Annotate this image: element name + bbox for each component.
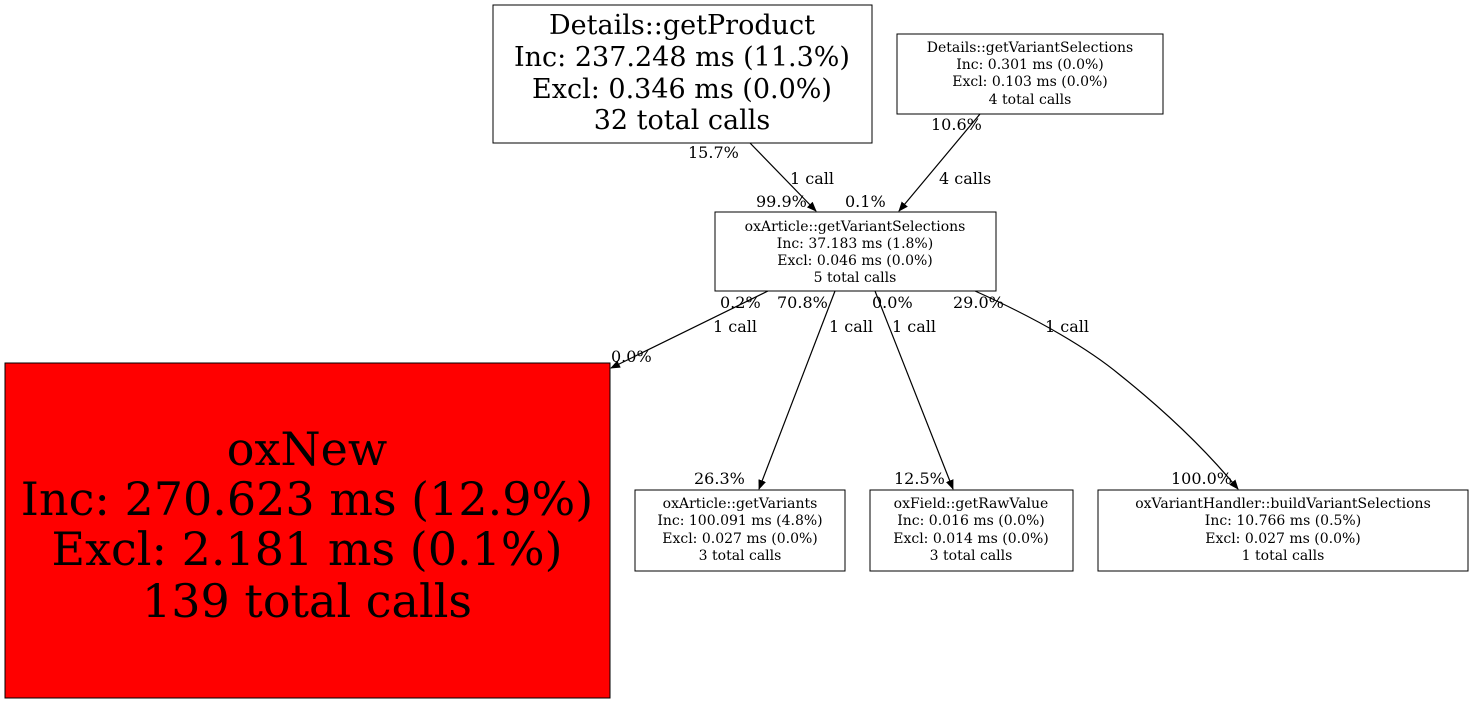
node-excl: Excl: 2.181 ms (0.1%) [51, 522, 562, 576]
edge-head-pct: 100.0% [1171, 469, 1232, 488]
node-inc: Inc: 270.623 ms (12.9%) [21, 472, 593, 526]
node-name: oxField::getRawValue [894, 496, 1049, 512]
node-name: Details::getProduct [549, 10, 815, 41]
node-oxarticle-getvariantselections[interactable]: oxArticle::getVariantSelections Inc: 37.… [714, 211, 997, 292]
node-calls: 32 total calls [594, 105, 771, 136]
edge-tail-pct: 70.8% [777, 293, 828, 312]
node-inc: Inc: 237.248 ms (11.3%) [514, 42, 850, 73]
edge-getproduct-to-getvariantselections [749, 142, 817, 212]
node-calls: 3 total calls [930, 548, 1013, 564]
edge-head-pct: 26.3% [694, 469, 745, 488]
edge-head-pct: 0.1% [845, 192, 886, 211]
node-calls: 1 total calls [1242, 548, 1325, 564]
node-inc: Inc: 0.016 ms (0.0%) [897, 513, 1045, 529]
node-excl: Excl: 0.027 ms (0.0%) [662, 531, 818, 547]
node-oxfield-getrawvalue[interactable]: oxField::getRawValue Inc: 0.016 ms (0.0%… [869, 489, 1074, 572]
node-calls: 139 total calls [142, 574, 472, 628]
node-calls: 3 total calls [699, 548, 782, 564]
edge-article-to-getrawvalue [874, 290, 954, 490]
edge-tail-pct: 0.0% [872, 293, 913, 312]
edge-head-pct: 12.5% [894, 469, 945, 488]
edge-article-to-getvariants [758, 290, 836, 490]
edge-label: 1 call [790, 169, 834, 188]
edge-head-pct: 0.0% [611, 347, 652, 366]
node-excl: Excl: 0.014 ms (0.0%) [893, 531, 1049, 547]
node-name: oxNew [227, 422, 387, 476]
node-inc: Inc: 10.766 ms (0.5%) [1205, 513, 1361, 529]
node-details-getvariantselections[interactable]: Details::getVariantSelections Inc: 0.301… [896, 33, 1164, 115]
node-name: oxArticle::getVariantSelections [745, 219, 966, 235]
edge-label: 1 call [713, 317, 757, 336]
node-oxvarianthandler-buildvariantselections[interactable]: oxVariantHandler::buildVariantSelections… [1097, 489, 1469, 572]
edge-tail-pct: 15.7% [688, 143, 739, 162]
node-inc: Inc: 100.091 ms (4.8%) [657, 513, 822, 529]
edge-tail-pct: 10.6% [931, 115, 982, 134]
node-name: oxVariantHandler::buildVariantSelections [1135, 496, 1431, 512]
edge-article-to-buildvariantselections [974, 290, 1239, 490]
edge-label: 1 call [1045, 317, 1089, 336]
node-name: Details::getVariantSelections [927, 40, 1133, 56]
node-excl: Excl: 0.103 ms (0.0%) [952, 74, 1108, 90]
edge-head-pct: 99.9% [756, 192, 807, 211]
edge-tail-pct: 29.0% [953, 293, 1004, 312]
node-excl: Excl: 0.346 ms (0.0%) [532, 74, 832, 105]
node-details-getproduct[interactable]: Details::getProduct Inc: 237.248 ms (11.… [492, 4, 873, 144]
edge-tail-pct: 0.2% [720, 293, 761, 312]
edge-article-to-oxnew [610, 290, 769, 369]
node-name: oxArticle::getVariants [663, 496, 818, 512]
node-inc: Inc: 0.301 ms (0.0%) [956, 57, 1104, 73]
edge-label: 4 calls [939, 169, 991, 188]
node-oxarticle-getvariants[interactable]: oxArticle::getVariants Inc: 100.091 ms (… [634, 489, 846, 572]
edge-label: 1 call [829, 317, 873, 336]
node-calls: 5 total calls [814, 270, 897, 286]
node-excl: Excl: 0.046 ms (0.0%) [777, 253, 933, 269]
node-calls: 4 total calls [989, 92, 1072, 108]
node-excl: Excl: 0.027 ms (0.0%) [1205, 531, 1361, 547]
node-oxnew[interactable]: oxNew Inc: 270.623 ms (12.9%) Excl: 2.18… [4, 362, 611, 699]
edge-label: 1 call [892, 317, 936, 336]
node-inc: Inc: 37.183 ms (1.8%) [777, 236, 933, 252]
edge-details-variantselections-to-article [898, 113, 981, 212]
